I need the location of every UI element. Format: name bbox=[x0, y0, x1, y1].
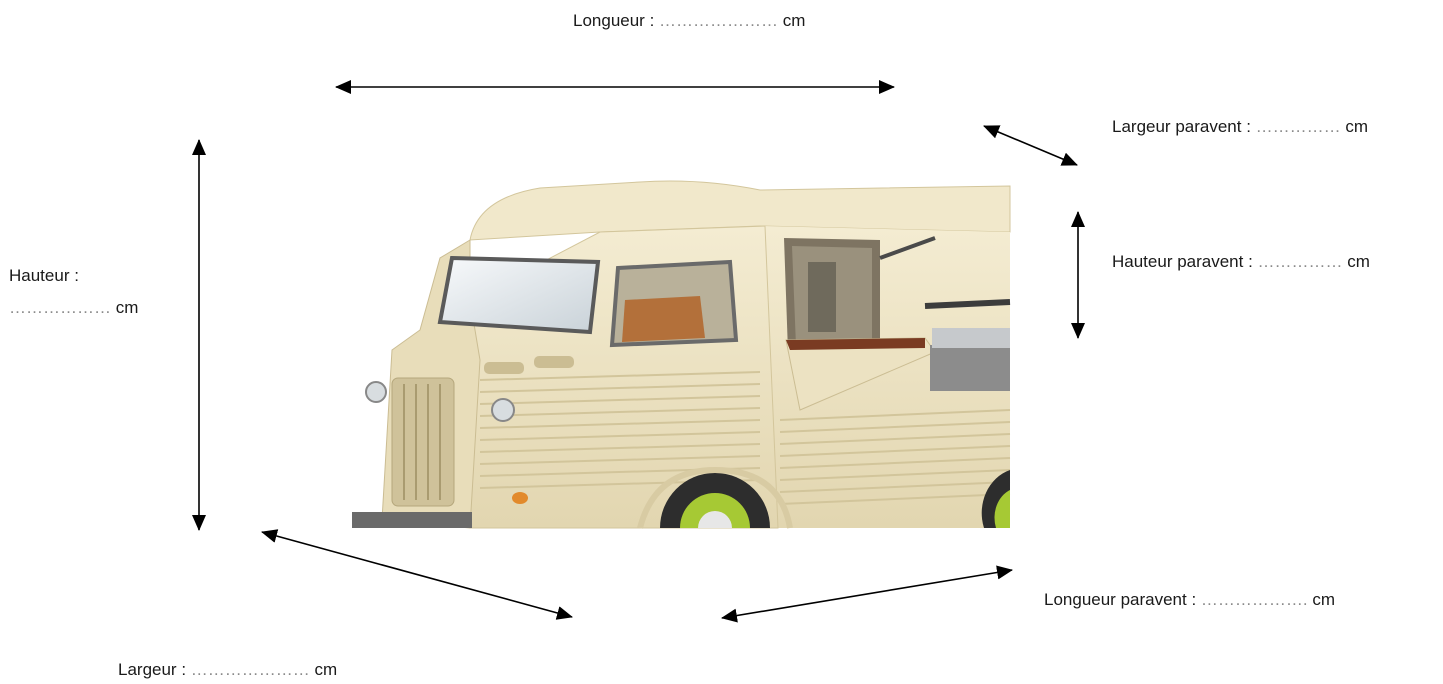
label-hauteur-paravent-blank: …………… bbox=[1257, 252, 1343, 271]
food-truck-illustration bbox=[352, 180, 1011, 529]
dimension-arrows bbox=[192, 80, 1085, 623]
label-largeur-blank: ………………… bbox=[190, 660, 310, 679]
truck-ribs bbox=[479, 371, 1011, 505]
label-hauteur-blank: ……………… bbox=[9, 298, 111, 317]
truck-grille bbox=[391, 377, 455, 507]
label-hauteur-paravent: Hauteur paravent : …………… cm bbox=[1112, 251, 1370, 273]
label-longueur-paravent-text: Longueur paravent : bbox=[1044, 590, 1197, 609]
truck-windshield bbox=[437, 255, 601, 335]
label-longueur-paravent: Longueur paravent : ………………. cm bbox=[1044, 589, 1335, 611]
label-largeur-text: Largeur : bbox=[118, 660, 187, 679]
truck-headlight-right bbox=[491, 398, 515, 422]
truck-headlight-left bbox=[365, 381, 387, 403]
label-longueur-blank: ………………… bbox=[659, 11, 779, 30]
width-arrow bbox=[261, 529, 573, 620]
label-hauteur-paravent-unit: cm bbox=[1347, 252, 1370, 271]
label-longueur-paravent-blank: ………………. bbox=[1200, 590, 1308, 609]
screen-length-arrow bbox=[721, 565, 1013, 623]
screen-width-arrow bbox=[983, 125, 1078, 166]
label-longueur-text: Longueur : bbox=[573, 11, 655, 30]
label-largeur-paravent-text: Largeur paravent : bbox=[1112, 117, 1251, 136]
label-longueur: Longueur : ………………… cm bbox=[573, 10, 805, 32]
label-hauteur-unit: cm bbox=[115, 298, 139, 317]
label-hauteur-text: Hauteur : bbox=[9, 266, 79, 285]
label-hauteur-paravent-text: Hauteur paravent : bbox=[1112, 252, 1253, 271]
label-largeur: Largeur : ………………… cm bbox=[118, 659, 337, 681]
label-largeur-paravent: Largeur paravent : …………… cm bbox=[1112, 116, 1368, 138]
truck-roof bbox=[469, 180, 1011, 241]
label-longueur-paravent-unit: cm bbox=[1312, 590, 1336, 609]
label-largeur-paravent-unit: cm bbox=[1345, 117, 1369, 136]
label-largeur-unit: cm bbox=[314, 660, 338, 679]
label-hauteur: Hauteur : ……………… cm bbox=[9, 260, 169, 324]
label-largeur-paravent-blank: …………… bbox=[1255, 117, 1341, 136]
label-longueur-unit: cm bbox=[782, 11, 806, 30]
